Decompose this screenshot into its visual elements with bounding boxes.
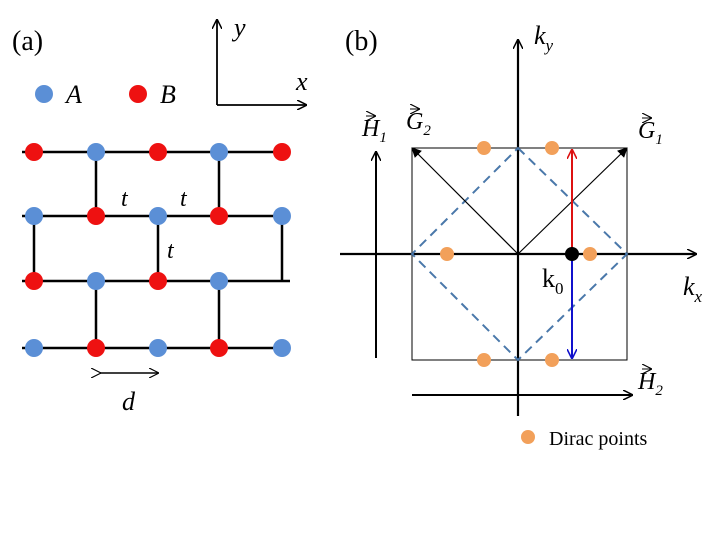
panel-b: (b) ky kx G1 G2 H1 H2	[340, 21, 703, 450]
svg-text:G1: G1	[638, 118, 663, 148]
site-a	[149, 207, 167, 225]
site-b	[210, 339, 228, 357]
site-a	[25, 207, 43, 225]
lattice-bonds	[22, 150, 290, 350]
site-b	[87, 207, 105, 225]
hopping-label: t	[167, 238, 175, 264]
panel-b-label: (b)	[345, 26, 378, 57]
g2-vector-arrow	[411, 147, 519, 255]
dirac-legend-label: Dirac points	[549, 428, 648, 450]
dirac-point	[583, 247, 597, 261]
site-a	[273, 339, 291, 357]
x-axis-label: x	[295, 67, 308, 96]
y-axis-label: y	[231, 13, 246, 42]
site-b	[25, 272, 43, 290]
dirac-legend: Dirac points	[521, 428, 648, 450]
site-b	[25, 143, 43, 161]
dirac-legend-dot	[521, 430, 535, 444]
svg-text:H1: H1	[361, 116, 387, 146]
dirac-point	[545, 353, 559, 367]
site-b	[273, 143, 291, 161]
legend-a-dot	[35, 85, 53, 103]
site-a	[25, 339, 43, 357]
legend-a-label: A	[64, 80, 82, 109]
g2-label: G2	[406, 109, 431, 139]
kx-axis-label: kx	[683, 272, 703, 306]
panel-a: (a) y x A B	[12, 13, 308, 416]
dirac-point	[477, 141, 491, 155]
h2-label: H2	[637, 369, 663, 399]
ky-axis-label: ky	[534, 21, 554, 55]
legend-b-label: B	[160, 80, 176, 109]
xy-axes: y x	[217, 13, 308, 105]
site-a	[87, 272, 105, 290]
site-a	[87, 143, 105, 161]
dashed-diamond	[410, 146, 629, 362]
site-b	[149, 143, 167, 161]
k0-label: k0	[542, 264, 564, 298]
svg-text:G2: G2	[406, 109, 431, 139]
legend-b-dot	[129, 85, 147, 103]
svg-text:H2: H2	[637, 369, 663, 399]
spacing-label: d	[122, 387, 136, 416]
site-a	[149, 339, 167, 357]
dirac-point	[477, 353, 491, 367]
site-b	[149, 272, 167, 290]
k0-point	[565, 247, 579, 261]
site-b	[210, 207, 228, 225]
site-b	[87, 339, 105, 357]
g1-label: G1	[638, 118, 663, 148]
site-a	[273, 207, 291, 225]
lattice-sites	[25, 143, 291, 357]
panel-a-label: (a)	[12, 26, 43, 57]
dirac-point	[545, 141, 559, 155]
site-a	[210, 143, 228, 161]
h1-label: H1	[361, 116, 387, 146]
hopping-label: t	[121, 186, 129, 212]
sublattice-legend: A B	[35, 80, 176, 109]
dirac-point	[440, 247, 454, 261]
site-a	[210, 272, 228, 290]
lattice-spacing-indicator: d	[100, 373, 158, 416]
dirac-points	[440, 141, 597, 367]
hopping-label: t	[180, 186, 188, 212]
